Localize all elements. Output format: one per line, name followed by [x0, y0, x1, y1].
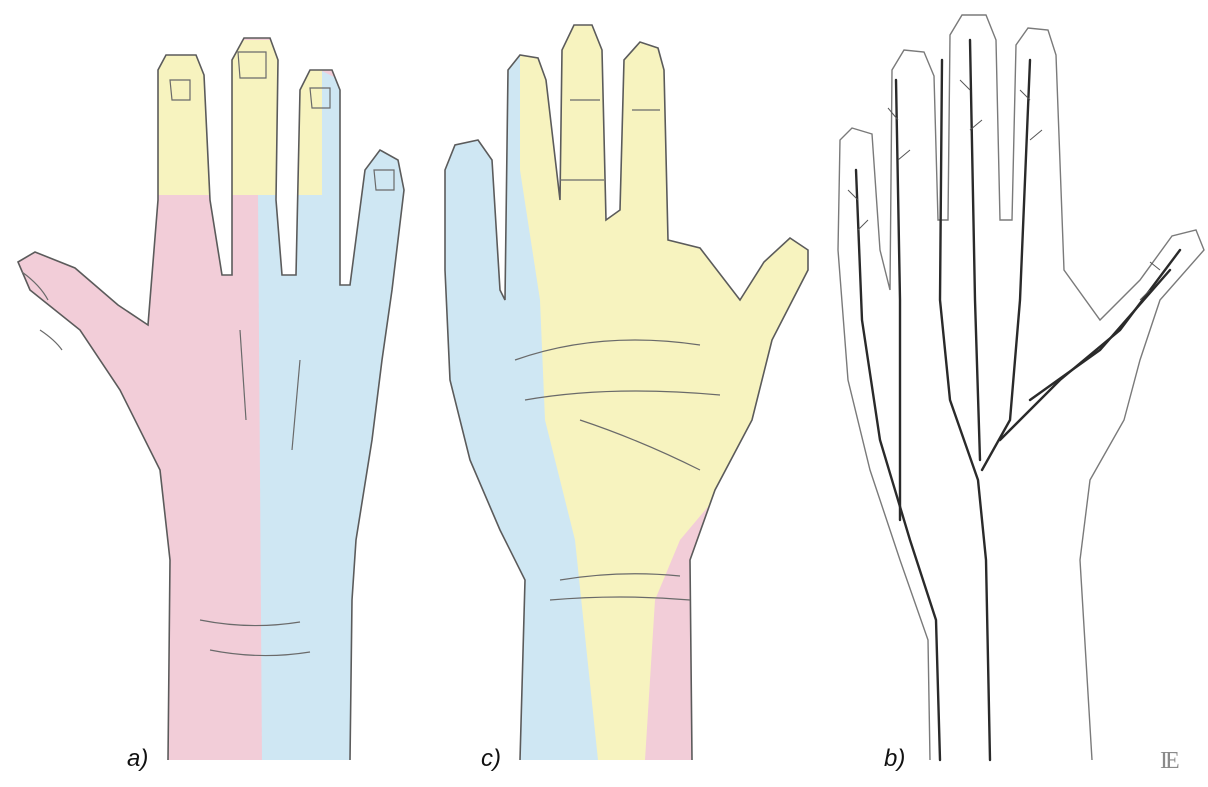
- hand-b-nerves: [838, 15, 1204, 760]
- panel-label-a: a): [127, 747, 148, 771]
- panel-label-c: c): [481, 747, 501, 771]
- hand-a-yellow-region: [150, 40, 290, 195]
- panel-label-b: b): [884, 747, 905, 771]
- hand-b-outline: [838, 15, 1204, 760]
- artist-signature: IE: [1160, 748, 1177, 775]
- hand-b-nerve-lines: [856, 40, 1180, 760]
- hand-b-nerve-branches: [848, 80, 1160, 300]
